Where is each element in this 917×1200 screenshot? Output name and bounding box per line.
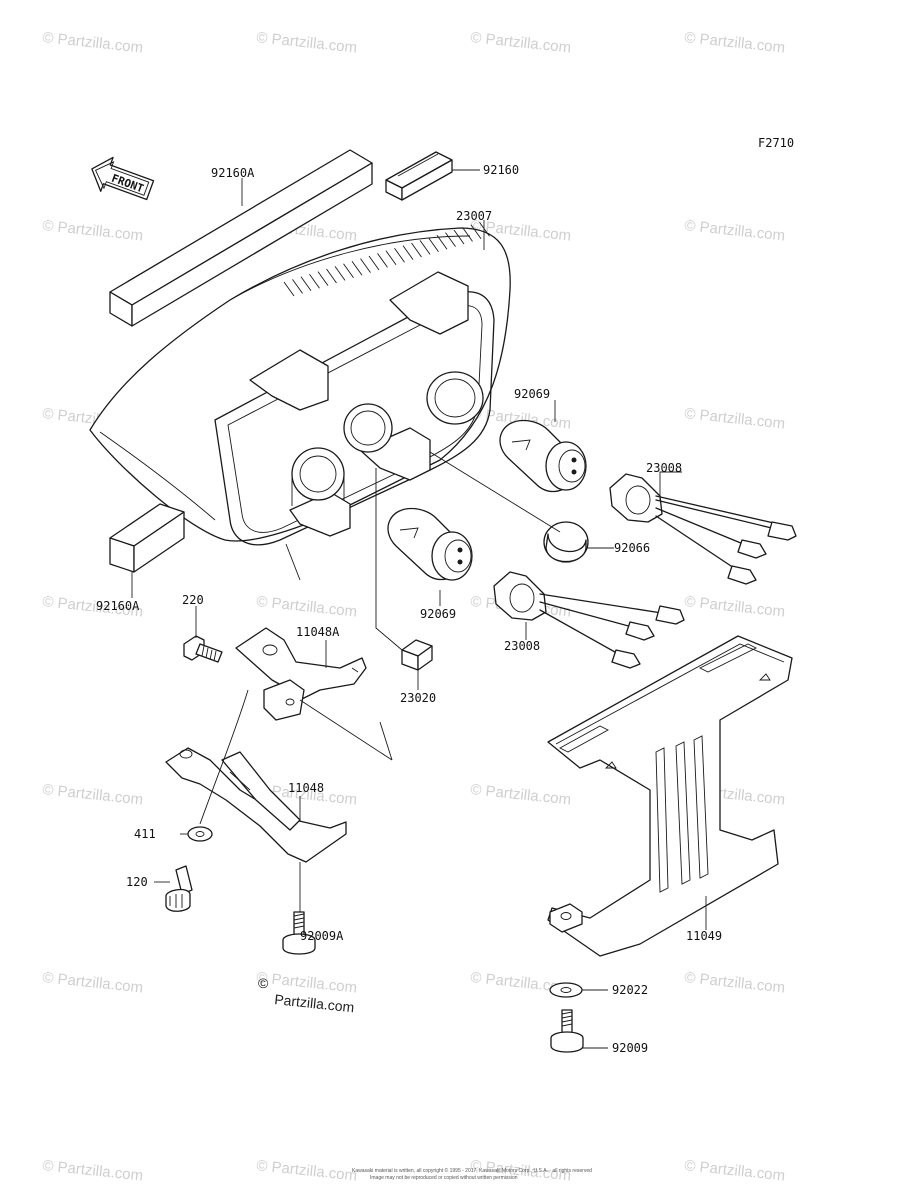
watermark-text: © Partzilla.com	[42, 217, 144, 244]
watermark-text: © Partzilla.com	[42, 1157, 144, 1184]
watermark-text: © Partzilla.com	[256, 1157, 358, 1184]
watermark-layer: © Partzilla.com © Partzilla.com © Partzill…	[42, 29, 786, 1184]
label-23008-bottom: 23008	[504, 639, 540, 653]
bracket-11048A	[235, 627, 367, 721]
pad-92160	[385, 151, 453, 201]
housing-rib	[334, 266, 346, 281]
watermark-text: © Partzilla.com	[42, 29, 144, 56]
label-411: 411	[134, 827, 156, 841]
watermark-text: © Partzilla.com	[684, 593, 786, 620]
watermark-text: © Partzilla.com	[684, 969, 786, 996]
watermark-text: © Partzilla.com	[256, 969, 358, 996]
nut-23020	[401, 639, 433, 671]
footer-line-1: Kawasaki material is written, all copyri…	[352, 1167, 592, 1174]
bracket-11048	[165, 747, 347, 863]
watermark-text: © Partzilla.com	[42, 781, 144, 808]
housing-rib	[453, 229, 465, 245]
housing-rib	[326, 268, 337, 284]
housing-rib	[351, 260, 363, 276]
label-11048: 11048	[288, 781, 324, 795]
watermark-text: © Partzilla.com	[684, 405, 786, 432]
housing-rib	[300, 276, 312, 292]
housing-rib	[394, 247, 405, 263]
watermark-text: © Partzilla.com	[684, 1157, 786, 1184]
label-220: 220	[182, 593, 204, 607]
socket-harness-bottom	[493, 571, 685, 669]
label-120: 120	[126, 875, 148, 889]
label-92009A: 92009A	[300, 929, 344, 943]
housing-rib	[317, 271, 329, 286]
label-92160: 92160	[483, 163, 519, 177]
housing-rib	[470, 224, 482, 240]
label-92160A-top: 92160A	[211, 166, 255, 180]
label-92022: 92022	[612, 983, 648, 997]
label-92069-bottom: 92069	[420, 607, 456, 621]
plug-92066	[543, 521, 589, 563]
watermark-text: © Partzilla.com	[470, 781, 572, 808]
footer-line-2: Image may not be reproduced or copied wi…	[370, 1175, 518, 1181]
foam-strip-bottom	[109, 503, 185, 573]
part-labels: 92160A 92160 23007 92069 23008 92066 920…	[96, 163, 722, 1055]
watermark-text: © Partzilla.com	[470, 29, 572, 56]
label-92066: 92066	[614, 541, 650, 555]
housing-rib	[402, 245, 414, 260]
housing-rib	[283, 281, 295, 297]
housing-rib	[428, 237, 439, 253]
bolt-120	[165, 865, 193, 912]
label-23020: 23020	[400, 691, 436, 705]
watermark-text: © Partzilla.com	[256, 593, 358, 620]
label-11048A: 11048A	[296, 625, 340, 639]
housing-rib	[462, 227, 473, 242]
watermark-text: © Partzilla.com	[684, 29, 786, 56]
housing-rib	[445, 232, 456, 247]
housing-rib	[360, 258, 371, 273]
copyright-symbol: ©	[258, 975, 269, 991]
housing-rib	[292, 279, 303, 294]
label-92160A-bottom: 92160A	[96, 599, 140, 613]
watermark-text: © Partzilla.com	[684, 217, 786, 244]
bulb-bottom	[387, 507, 473, 581]
housing-rib	[377, 253, 388, 268]
housing-ribbing	[283, 221, 490, 297]
bolt-92009A	[282, 911, 316, 955]
bulb-top	[499, 419, 587, 493]
washer-411	[187, 826, 213, 842]
watermark-text: © Partzilla.com	[42, 969, 144, 996]
label-92069-top: 92069	[514, 387, 550, 401]
leader-lines	[131, 169, 707, 1049]
housing-rib	[419, 240, 431, 255]
label-11049: 11049	[686, 929, 722, 943]
tail-light-housing	[89, 221, 511, 546]
housing-rib	[436, 234, 448, 250]
figure-code: F2710	[758, 136, 794, 150]
front-arrow-icon: FRONT	[91, 156, 155, 201]
housing-rib	[368, 255, 380, 271]
socket-harness-top	[609, 473, 797, 585]
watermark-text: © Partzilla.com	[256, 29, 358, 56]
bracket-11049	[547, 635, 793, 957]
housing-rib	[309, 273, 320, 289]
washer-92022	[549, 982, 583, 998]
label-92009: 92009	[612, 1041, 648, 1055]
bolt-92009	[550, 1009, 584, 1053]
housing-rib	[479, 221, 490, 237]
foam-strip-top	[109, 149, 373, 327]
housing-rib	[343, 263, 354, 279]
housing-rib	[385, 250, 397, 266]
label-23007: 23007	[456, 209, 492, 223]
housing-rib	[411, 242, 422, 258]
label-23008-top: 23008	[646, 461, 682, 475]
bolt-220	[183, 635, 223, 663]
